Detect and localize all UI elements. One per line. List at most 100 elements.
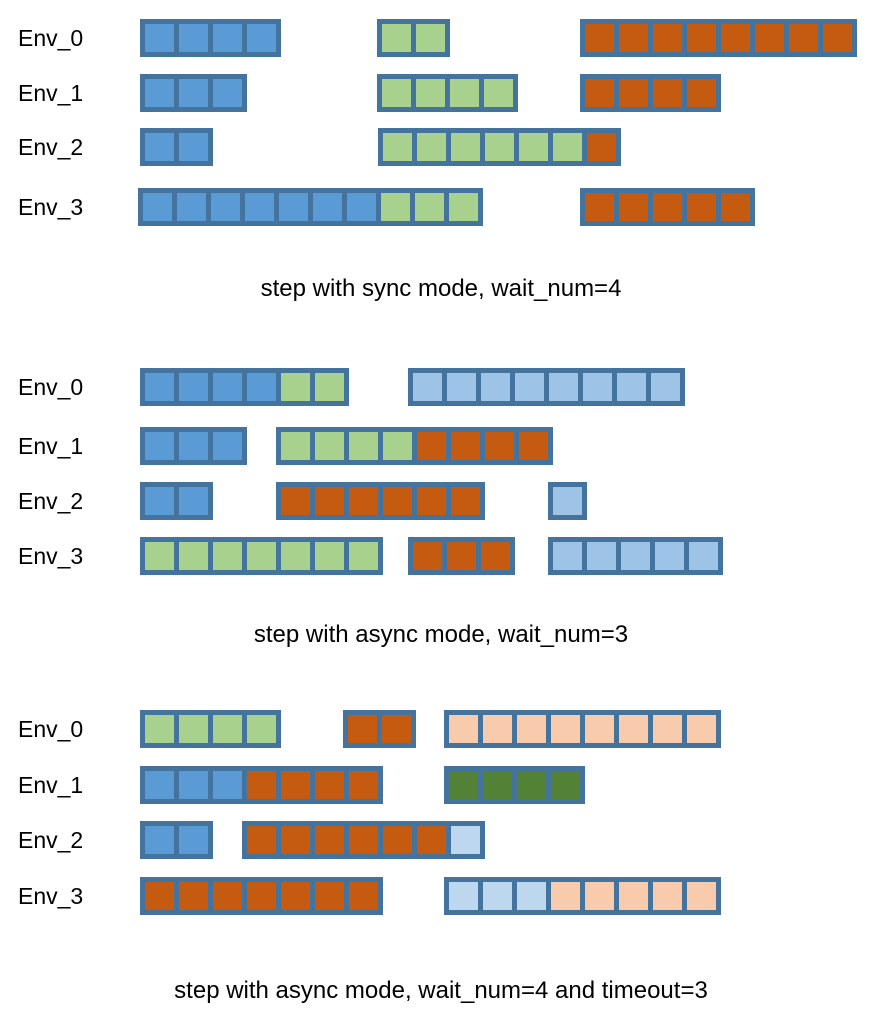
step-cell-blue [145,133,174,161]
step-cell-blue [179,826,208,854]
step-bar [378,128,621,166]
step-cell-orange [687,193,716,221]
step-cell-peach [687,882,716,910]
step-cell-blue [179,133,208,161]
step-cell-blue [179,24,208,52]
step-cell-orange [281,882,310,910]
step-cell-green [382,79,411,107]
step-bar [444,877,721,915]
step-bar [343,710,416,748]
step-bar [138,188,483,226]
step-cell-blue [211,193,240,221]
step-cell-green [484,79,513,107]
step-bar [140,482,213,520]
step-cell-lightblue [689,542,718,570]
step-cell-blue [279,193,308,221]
step-cell-orange [315,826,344,854]
step-bar [140,537,383,575]
step-cell-peach [653,715,682,743]
step-bar [140,427,247,465]
step-cell-blue [213,432,242,460]
step-cell-lightblue [587,542,616,570]
step-cell-lightblue [481,373,510,401]
step-cell-lightblue [515,373,544,401]
step-cell-blue [177,193,206,221]
step-cell-orange [348,715,377,743]
step-cell-orange [349,826,378,854]
step-cell-orange [349,487,378,515]
step-cell-peach [551,715,580,743]
step-bar [140,74,247,112]
step-cell-blue [179,79,208,107]
step-cell-peach [687,715,716,743]
env-label-async-wait4-timeout3-3: Env_3 [18,883,84,909]
step-cell-lightblue [583,373,612,401]
step-cell-lightblue [553,542,582,570]
step-bar [377,19,450,57]
step-cell-peach [619,882,648,910]
step-cell-orange [755,24,784,52]
step-cell-orange [447,542,476,570]
step-cell-lightblue [553,487,582,515]
step-cell-green [145,715,174,743]
step-cell-darkgreen [517,771,546,799]
step-cell-blue [145,373,174,401]
step-bar [140,368,349,406]
step-cell-blue [179,771,208,799]
step-bar [242,821,485,859]
step-cell-lightblue [621,542,650,570]
step-cell-orange [687,24,716,52]
step-cell-green [349,542,378,570]
step-bar [548,537,723,575]
step-cell-orange [585,79,614,107]
step-cell-green [415,193,444,221]
step-cell-green [179,715,208,743]
step-cell-blue [247,373,276,401]
step-cell-green [553,133,582,161]
step-cell-orange [382,715,411,743]
step-cell-blue [145,826,174,854]
step-cell-orange [619,193,648,221]
step-cell-orange [213,882,242,910]
step-cell-orange [281,771,310,799]
step-bar [140,877,383,915]
step-cell-green [179,542,208,570]
step-cell-orange [315,771,344,799]
step-cell-blue [245,193,274,221]
env-label-async-wait3-3: Env_3 [18,543,84,569]
step-cell-green [145,542,174,570]
caption-sync: step with sync mode, wait_num=4 [260,275,622,302]
step-cell-orange [145,882,174,910]
step-cell-green [417,133,446,161]
step-cell-green [416,24,445,52]
step-cell-blue [213,24,242,52]
step-bar [580,74,721,112]
step-cell-orange [519,432,548,460]
step-bar [140,128,213,166]
step-cell-orange [417,487,446,515]
step-cell-peach [653,882,682,910]
step-bar [580,188,755,226]
step-cell-blue [179,373,208,401]
step-bar [548,482,587,520]
step-cell-orange [281,826,310,854]
step-cell-paleblue [449,882,478,910]
step-cell-blue [213,373,242,401]
step-bar [140,821,213,859]
caption-async-wait3: step with async mode, wait_num=3 [253,621,629,648]
env-label-async-wait3-1: Env_1 [18,433,84,459]
step-cell-orange [179,882,208,910]
step-cell-darkgreen [449,771,478,799]
step-cell-orange [451,487,480,515]
step-bar [408,368,685,406]
step-cell-green [383,133,412,161]
step-cell-green [416,79,445,107]
step-cell-darkgreen [551,771,580,799]
step-cell-green [315,432,344,460]
step-cell-blue [213,771,242,799]
step-cell-blue [145,487,174,515]
step-bar [377,74,518,112]
step-cell-lightblue [617,373,646,401]
step-cell-green [213,542,242,570]
